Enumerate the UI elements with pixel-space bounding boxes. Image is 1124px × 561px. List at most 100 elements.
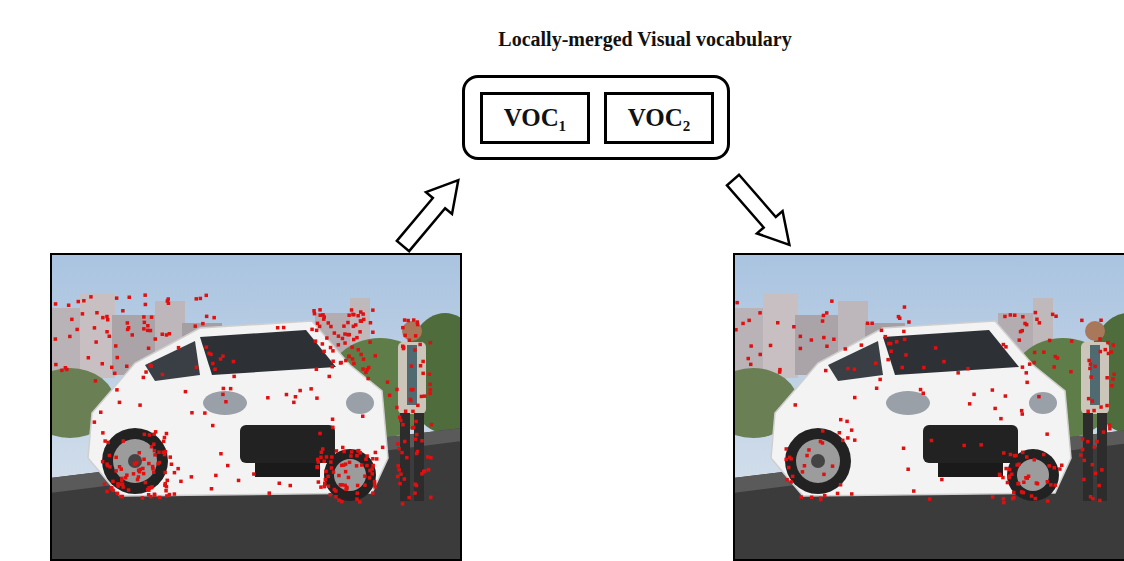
feature-point — [77, 300, 81, 304]
feature-point — [1010, 473, 1014, 477]
feature-point — [316, 465, 320, 469]
feature-point — [142, 376, 146, 380]
feature-point — [161, 333, 165, 337]
feature-point — [341, 446, 345, 450]
feature-point — [412, 426, 416, 430]
feature-point — [331, 349, 335, 353]
feature-point — [1098, 337, 1102, 341]
feature-point — [388, 394, 392, 398]
feature-point — [998, 473, 1002, 477]
feature-point — [152, 433, 156, 437]
feature-point — [343, 341, 347, 345]
feature-point — [142, 472, 146, 476]
feature-point — [203, 411, 207, 415]
feature-point — [991, 495, 995, 499]
feature-point — [136, 478, 140, 482]
feature-point — [278, 482, 282, 486]
feature-point — [1054, 483, 1058, 487]
feature-point — [1098, 499, 1102, 503]
feature-point — [153, 453, 157, 457]
feature-point — [194, 324, 198, 328]
feature-point — [195, 366, 199, 370]
feature-point — [207, 352, 211, 356]
feature-point — [429, 496, 433, 500]
feature-point — [95, 311, 99, 315]
feature-point — [819, 440, 823, 444]
feature-point — [1035, 481, 1039, 485]
feature-point — [398, 482, 402, 486]
feature-point — [361, 415, 365, 419]
feature-point — [362, 357, 366, 361]
feature-point — [349, 454, 353, 458]
feature-point — [113, 372, 117, 376]
feature-point — [350, 345, 354, 349]
feature-point — [810, 496, 814, 500]
feature-point — [904, 353, 908, 357]
feature-point — [823, 494, 827, 498]
feature-point — [1106, 341, 1110, 345]
feature-point — [1014, 454, 1018, 458]
feature-point — [163, 471, 167, 475]
feature-point — [411, 388, 415, 392]
feature-point — [366, 377, 370, 381]
feature-point — [418, 343, 422, 347]
feature-point — [414, 420, 418, 424]
feature-point — [110, 366, 114, 370]
feature-point — [403, 440, 407, 444]
feature-point — [747, 319, 751, 323]
feature-point — [1069, 370, 1073, 374]
feature-point — [1013, 314, 1017, 318]
feature-point — [1012, 491, 1016, 495]
feature-point — [1091, 463, 1095, 467]
feature-point — [940, 478, 944, 482]
feature-point — [411, 410, 415, 414]
feature-point — [884, 335, 888, 339]
feature-point — [347, 476, 351, 480]
feature-point — [1009, 313, 1013, 317]
feature-point — [329, 325, 333, 329]
feature-point — [794, 403, 798, 407]
vocabulary-label: VOC₁ — [504, 104, 567, 132]
feature-point — [1020, 490, 1024, 494]
feature-point — [1021, 451, 1025, 455]
feature-point — [426, 455, 430, 459]
feature-point — [54, 337, 58, 341]
feature-point — [126, 321, 130, 325]
feature-point — [266, 396, 270, 400]
feature-point — [352, 313, 356, 317]
feature-point — [318, 432, 322, 436]
feature-point — [103, 482, 107, 486]
feature-point — [805, 454, 809, 458]
feature-point — [211, 424, 215, 428]
feature-point — [356, 314, 360, 318]
feature-point — [1030, 494, 1034, 498]
feature-point — [143, 293, 147, 297]
feature-point — [895, 340, 899, 344]
feature-point — [1004, 394, 1008, 398]
feature-point — [1102, 430, 1106, 434]
feature-point — [212, 316, 216, 320]
feature-point — [319, 485, 323, 489]
feature-point — [339, 483, 343, 487]
feature-point — [167, 297, 171, 301]
feature-point — [359, 310, 363, 314]
feature-point — [153, 493, 157, 497]
feature-point — [323, 485, 327, 489]
feature-point — [125, 365, 129, 369]
feature-point — [1099, 319, 1103, 323]
feature-point — [956, 371, 960, 375]
feature-point — [329, 493, 333, 497]
feature-point — [430, 423, 434, 427]
feature-point — [1019, 330, 1023, 334]
feature-point — [179, 480, 183, 484]
feature-point — [309, 387, 313, 391]
feature-point — [115, 296, 119, 300]
feature-point — [70, 318, 74, 322]
feature-point — [351, 357, 355, 361]
feature-point — [1035, 318, 1039, 322]
feature-point — [205, 294, 209, 298]
feature-point — [318, 325, 322, 329]
feature-point — [819, 497, 823, 501]
feature-point — [68, 335, 72, 339]
feature-point — [405, 456, 409, 460]
